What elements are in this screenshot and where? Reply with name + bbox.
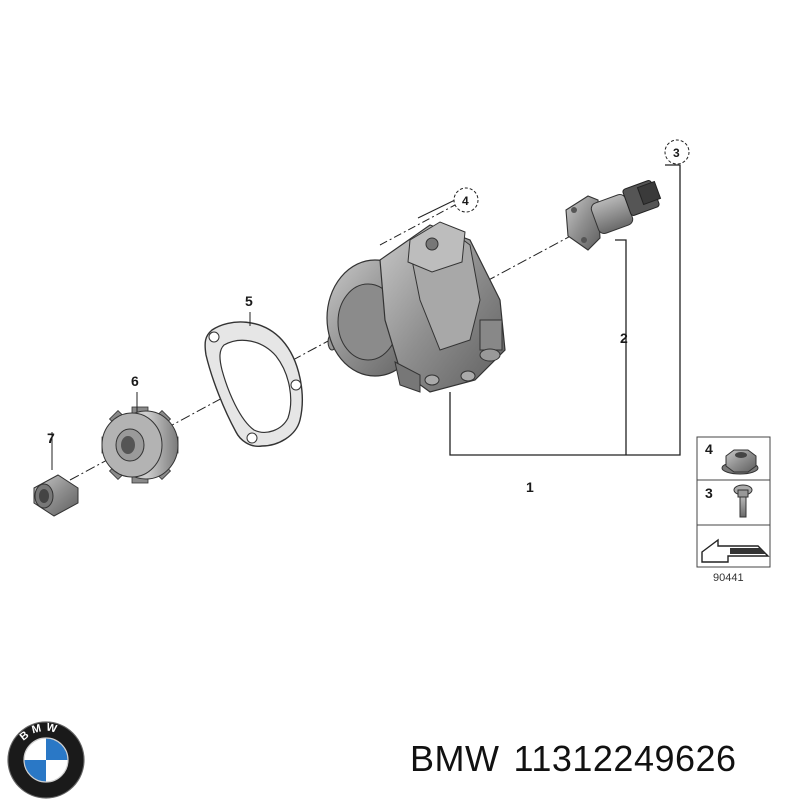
brand-name: BMW	[410, 738, 500, 779]
nut-icon	[721, 449, 759, 475]
hardware-legend: 4 3 90441	[696, 436, 771, 584]
nut-axis-line	[379, 204, 456, 246]
drive-gear-part	[101, 392, 179, 484]
svg-text:7: 7	[47, 430, 55, 446]
callout-5: 5	[245, 293, 253, 309]
callout-1: 1	[526, 479, 534, 495]
callout-2: 2	[620, 330, 628, 346]
svg-text:5: 5	[245, 293, 253, 309]
legend-item-bolt-number: 3	[705, 485, 713, 501]
callout-7: 7	[47, 430, 55, 446]
legend-item-nut-number: 4	[705, 441, 713, 457]
callout-3: 3	[664, 139, 690, 165]
assembly-bracket	[449, 164, 681, 456]
high-pressure-pump-part	[326, 221, 506, 393]
brand-part-number-caption: BMW 11312249626	[410, 738, 751, 780]
control-valve-part	[565, 180, 662, 251]
bmw-logo: BMW	[7, 721, 85, 799]
bolt-icon	[733, 484, 753, 518]
part-number: 11312249626	[513, 738, 737, 779]
gasket-part	[204, 312, 303, 447]
sleeve-nut-part	[33, 432, 79, 517]
arrow-icon	[701, 538, 770, 563]
svg-text:4: 4	[462, 194, 469, 208]
svg-text:1: 1	[526, 479, 534, 495]
svg-text:3: 3	[673, 146, 680, 160]
callout-4: 4	[453, 187, 479, 213]
reference-code: 90441	[713, 572, 744, 584]
svg-text:6: 6	[131, 373, 139, 389]
callout-6: 6	[131, 373, 139, 389]
nut-leader-line	[417, 199, 456, 219]
svg-text:2: 2	[620, 330, 628, 346]
